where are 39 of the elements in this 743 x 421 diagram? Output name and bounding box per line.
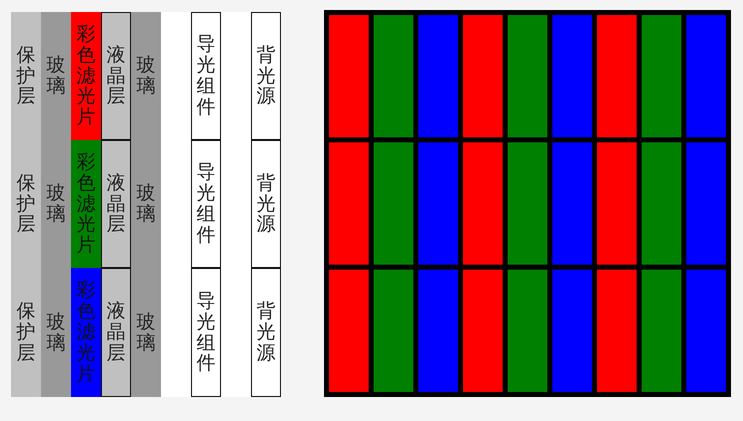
backlight-box xyxy=(251,268,281,397)
layer-label: 彩色滤光片 xyxy=(76,24,96,128)
layer-label: 背光源 xyxy=(256,44,276,108)
color-filter-box xyxy=(71,12,101,140)
protective-layer-box xyxy=(11,268,41,397)
backlight-box xyxy=(251,140,281,268)
liquid-crystal-layer-box xyxy=(101,140,131,268)
backlight-box xyxy=(251,12,281,140)
layer-label: 液晶层 xyxy=(106,301,126,364)
layer-label: 保护层 xyxy=(16,301,36,364)
glass-layer-box xyxy=(131,12,161,140)
layer-label: 玻璃 xyxy=(46,55,66,97)
layer-label: 背光源 xyxy=(256,172,276,236)
liquid-crystal-layer-box xyxy=(101,12,131,140)
layer-label: 保护层 xyxy=(16,172,36,236)
layer-label: 液晶层 xyxy=(106,44,126,108)
layer-label: 玻璃 xyxy=(46,183,66,225)
layer-label: 导光组件 xyxy=(196,290,216,374)
layer-label: 玻璃 xyxy=(136,55,156,97)
color-filter-box xyxy=(71,140,101,268)
layer-label: 导光组件 xyxy=(196,34,216,118)
layer-label: 保护层 xyxy=(16,44,36,108)
glass-layer-box xyxy=(131,268,161,397)
layer-label: 液晶层 xyxy=(106,172,126,236)
layer-label: 彩色滤光片 xyxy=(76,152,96,256)
light-guide-box xyxy=(191,12,221,140)
layer-label: 玻璃 xyxy=(136,312,156,354)
glass-layer-box xyxy=(41,268,71,397)
color-filter-box xyxy=(71,268,101,397)
layer-label: 玻璃 xyxy=(46,312,66,354)
layer-label: 玻璃 xyxy=(136,183,156,225)
liquid-crystal-layer-box xyxy=(101,268,131,397)
protective-layer-box xyxy=(11,12,41,140)
glass-layer-box xyxy=(41,12,71,140)
layer-label: 背光源 xyxy=(256,301,276,364)
layer-label: 导光组件 xyxy=(196,162,216,246)
layer-label: 彩色滤光片 xyxy=(76,280,96,385)
light-guide-box xyxy=(191,268,221,397)
light-guide-box xyxy=(191,140,221,268)
